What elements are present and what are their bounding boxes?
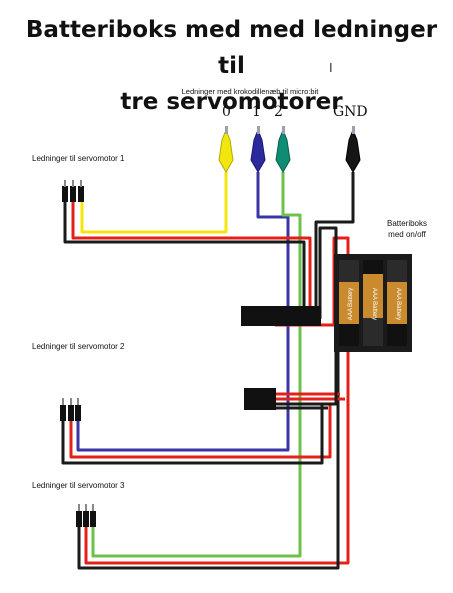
text-cursor-icon: I — [329, 60, 333, 75]
battery-box-label-line-2: med on/off — [388, 230, 426, 239]
servo-3-black-wire — [77, 315, 340, 570]
clip-2-green — [275, 126, 291, 173]
title-line-1: Batteriboks med med ledninger til — [25, 17, 438, 79]
green-wire — [91, 172, 302, 558]
junction-block-2 — [244, 388, 276, 410]
battery-cell-1 — [339, 260, 359, 346]
servo-3-label: Ledninger til servomotor 3 — [32, 481, 125, 490]
clip-gnd-black — [345, 126, 361, 173]
servo-3-red-wire — [84, 320, 350, 565]
junction-block-1 — [241, 306, 321, 326]
servo-2-label: Ledninger til servomotor 2 — [32, 342, 125, 351]
servo-3-connector — [76, 504, 96, 527]
yellow-wire — [80, 172, 228, 234]
blue-wire — [76, 172, 290, 452]
servo-2-connector — [60, 398, 81, 421]
pin-label-0: 0 — [222, 104, 231, 120]
servo-1-black-wire — [63, 200, 306, 316]
battery-box-label-line-1: Batteriboks — [386, 219, 428, 228]
gnd-wire — [314, 172, 355, 316]
servo-2-black-wire — [61, 405, 324, 465]
clip-wires-caption: Ledninger med krokodillenæb til micro:bi… — [181, 87, 319, 96]
servo-1-red-wire — [71, 200, 312, 316]
title-line-2: tre servomotorer — [120, 89, 343, 115]
pin-label-2: 2 — [274, 104, 283, 120]
battery-cell-2-text: AAA Battery — [371, 288, 377, 320]
pin-label-gnd: GND — [333, 104, 368, 120]
battery-cell-3 — [387, 260, 407, 346]
clip-1-blue — [250, 126, 266, 173]
battery-box: AAA Battery AAA Battery AAA Battery — [334, 254, 412, 352]
battery-cell-1-text: AAA Battery — [348, 288, 354, 320]
diagram-title: Batteriboks med med ledninger til tre se… — [20, 12, 443, 120]
battery-cell-3-text: AAA Battery — [395, 288, 401, 320]
battery-box-label: Batteriboks med on/off — [372, 218, 442, 240]
bus-black-2 — [275, 340, 338, 406]
clip-0-yellow — [218, 126, 234, 173]
pin-label-1: 1 — [252, 104, 261, 120]
battery-cell-2 — [363, 260, 383, 346]
servo-2-red-wire — [69, 405, 332, 459]
servo-1-label: Ledninger til servomotor 1 — [32, 154, 125, 163]
servo-1-connector — [62, 180, 84, 202]
